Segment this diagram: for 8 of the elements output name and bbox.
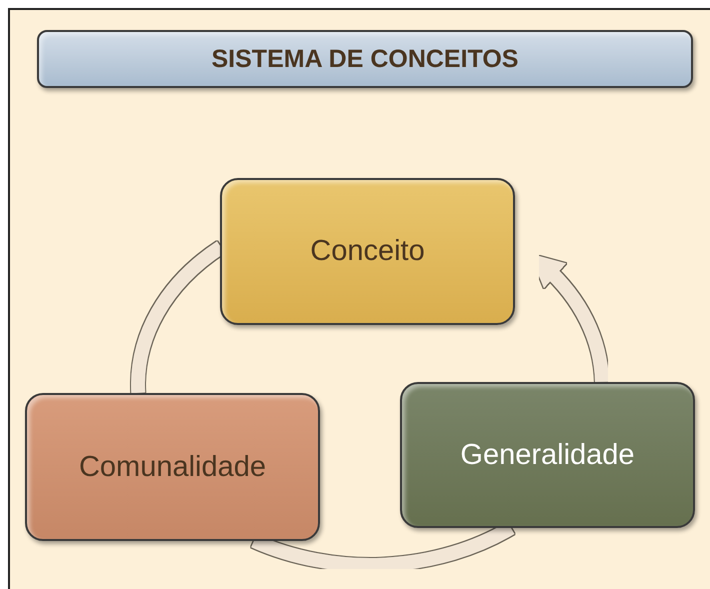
concept-box <box>220 178 515 325</box>
title: SISTEMA DE CONCEITOS <box>212 44 518 74</box>
node-label: Generalidade <box>460 438 635 472</box>
title-banner <box>37 30 693 88</box>
concept-box <box>25 393 320 541</box>
concept-box <box>400 382 695 528</box>
node-label: Comunalidade <box>78 450 266 484</box>
node-label: Conceito <box>310 235 425 268</box>
